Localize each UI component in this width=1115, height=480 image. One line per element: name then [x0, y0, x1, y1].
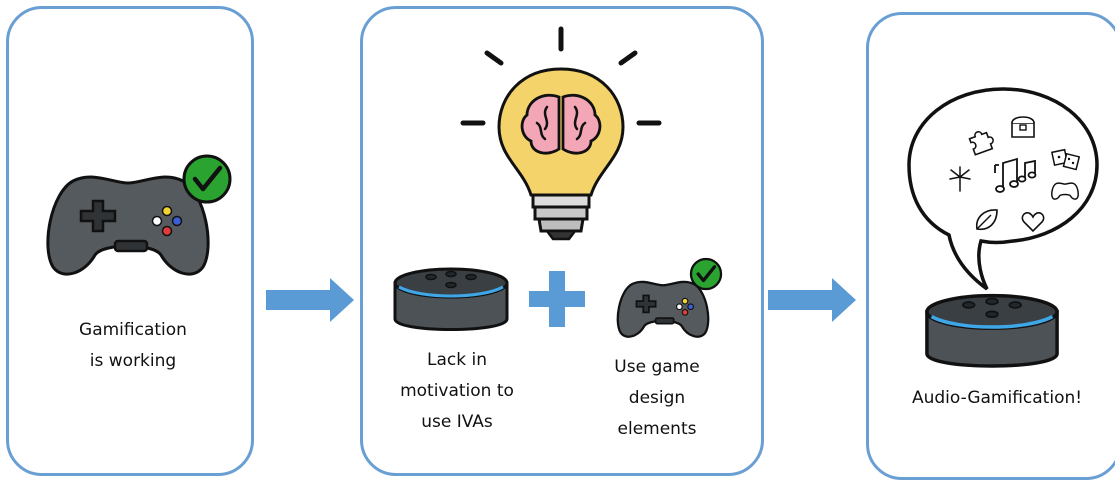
flow-arrow-2: [768, 278, 856, 322]
caption-audio-gamification: Audio-Gamification!: [911, 388, 1083, 408]
lightbulb-brain-icon: [460, 26, 662, 241]
plus-icon: [529, 271, 585, 327]
caption-gamification-working: Gamification is working: [79, 320, 187, 371]
check-badge-icon: [182, 154, 232, 204]
game-controller-icon: [46, 175, 210, 276]
caption-use-game-design: Use game design elements: [614, 357, 700, 439]
treasure-chest-icon: [1011, 116, 1035, 138]
music-notes-icon: [994, 157, 1037, 193]
leaf-icon: [975, 209, 998, 231]
game-controller-icon: [1051, 182, 1079, 200]
panel-audio-gamification: Audio-Gamification!: [866, 12, 1115, 480]
game-controller-icon: [616, 280, 710, 338]
puzzle-piece-icon: [968, 131, 994, 156]
dice-icon: [1050, 148, 1081, 171]
check-badge-icon: [689, 257, 723, 291]
panel-gamification-working: Gamification is working: [6, 6, 254, 476]
caption-lack-motivation: Lack in motivation to use IVAs: [400, 350, 514, 432]
smart-speaker-icon: [925, 293, 1059, 368]
heart-icon: [1021, 212, 1045, 233]
flow-arrow-1: [266, 278, 354, 322]
smart-speaker-icon: [393, 267, 509, 331]
panel-idea: Lack in motivation to use IVAs Use game …: [360, 6, 764, 476]
fireworks-icon: [949, 166, 971, 192]
